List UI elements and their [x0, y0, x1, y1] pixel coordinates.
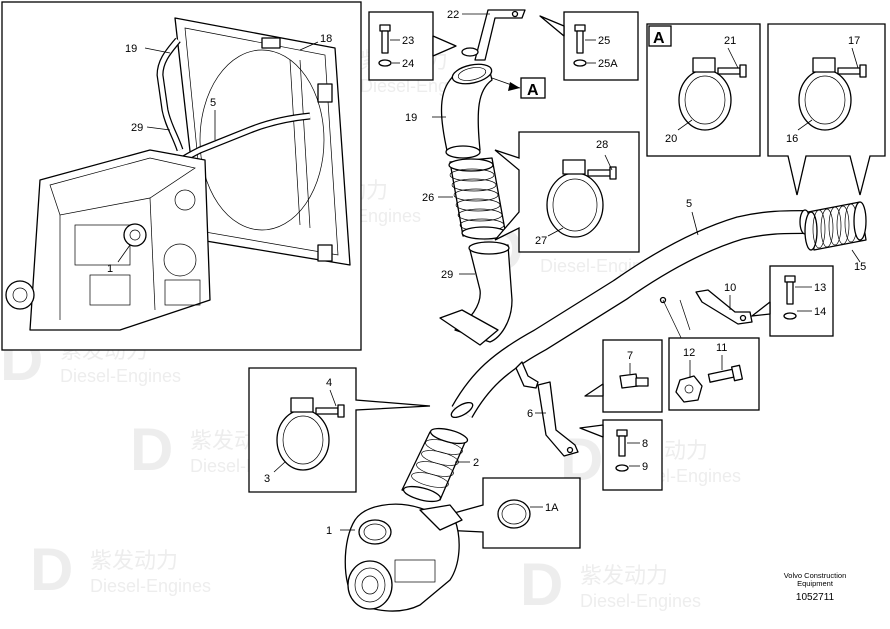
drawing-footer: Volvo Construction Equipment 1052711: [784, 571, 847, 603]
watermark-text-cn: 紫发动力: [90, 548, 178, 573]
overview-callout-29: 29: [131, 122, 143, 134]
watermark-logo: D 紫发动力 Diesel-Engines: [520, 551, 701, 618]
bolt-icon: [707, 364, 744, 383]
callout-8: 8: [642, 438, 648, 450]
callout-4: 4: [326, 377, 332, 389]
turbocharger-1: 1: [326, 503, 463, 612]
hose-clamp-icon: [546, 159, 617, 238]
callout-16: 16: [786, 133, 798, 145]
washer-icon: [675, 375, 703, 403]
footer-company: Volvo Construction: [784, 571, 847, 580]
callout-13: 13: [814, 282, 826, 294]
overview-callout-1: 1: [107, 263, 113, 275]
overview-callout-19: 19: [125, 43, 137, 55]
callout-5: 5: [686, 198, 692, 210]
overview-callout-18: 18: [320, 33, 332, 45]
bolt-icon: [573, 24, 587, 67]
charge-air-pipe-5: 5: [450, 198, 811, 419]
detail-box-gasket-1A: 1A: [399, 477, 581, 549]
svg-text:D: D: [520, 551, 563, 618]
bolt-icon: [619, 373, 649, 389]
callout-6: 6: [527, 408, 533, 420]
view-marker-a-frame: [520, 77, 546, 99]
svg-text:D: D: [30, 536, 73, 603]
callout-25A: 25A: [598, 58, 618, 70]
bracket-10: 10: [659, 282, 753, 347]
view-marker-a: A: [491, 77, 546, 99]
detail-box-bolt-13-14: 13 14: [751, 265, 834, 337]
callout-7: 7: [627, 350, 633, 362]
detail-box-clamp-3-4: 4 3: [248, 367, 431, 493]
hose-clamp-icon: [798, 57, 867, 131]
callout-3: 3: [264, 473, 270, 485]
elbow-hose-19: 19: [405, 63, 493, 159]
watermark-text-en: Diesel-Engines: [60, 366, 181, 386]
overview-engine: [5, 149, 211, 331]
overview-callouts: 19 18 5 29 1: [107, 33, 332, 275]
watermark-text-en: Diesel-Engines: [90, 576, 211, 596]
detail-box-clamp-27-28: 28 27: [494, 131, 640, 253]
callout-21: 21: [724, 35, 736, 47]
bolt-icon: [615, 429, 629, 472]
view-marker-a-box-label: A: [653, 30, 665, 47]
corrugated-hose-26: 26: [422, 157, 507, 240]
overview-inset: 19 18 5 29 1: [1, 1, 362, 351]
elbow-pipe-29: 29: [439, 241, 513, 346]
corrugated-hose-2: 2: [401, 427, 479, 503]
svg-text:D: D: [130, 416, 173, 483]
callout-28: 28: [596, 139, 608, 151]
detail-box-a-clamp-20-21: A 21 20: [646, 23, 761, 157]
callout-1A: 1A: [545, 502, 559, 514]
callout-23: 23: [402, 35, 414, 47]
callout-29: 29: [441, 269, 453, 281]
bolt-icon: [783, 275, 797, 320]
drawing-number: 1052711: [796, 592, 835, 603]
callout-27: 27: [535, 235, 547, 247]
callout-14: 14: [814, 306, 826, 318]
detail-box-bolt-25: 25 25A: [539, 11, 639, 81]
footer-division: Equipment: [797, 579, 834, 588]
callout-10: 10: [724, 282, 736, 294]
detail-box-clamp-16-17: 17 16: [767, 23, 886, 196]
detail-box-bolt-11-12: 12 11: [668, 337, 760, 411]
hose-clamp-icon: [678, 57, 747, 131]
detail-box-bolt-23-24: 23 24: [368, 11, 457, 81]
callout-22: 22: [447, 9, 459, 21]
overview-radiator: [174, 17, 351, 266]
watermark-text-en: Diesel-Engines: [580, 591, 701, 611]
corrugated-hose-15: 15: [804, 201, 867, 273]
callout-2: 2: [473, 457, 479, 469]
callout-15: 15: [854, 261, 866, 273]
callout-26: 26: [422, 192, 434, 204]
hose-clamp-icon: [276, 397, 345, 471]
detail-box-bolt-7: 7: [584, 339, 663, 413]
callout-9: 9: [642, 461, 648, 473]
gasket-ring-icon: [497, 499, 531, 529]
callout-25: 25: [598, 35, 610, 47]
view-marker-a-label: A: [527, 82, 539, 99]
bracket-22: 22: [447, 9, 526, 61]
callout-19: 19: [405, 112, 417, 124]
callout-17: 17: [848, 35, 860, 47]
callout-12: 12: [683, 347, 695, 359]
bracket-6: 6: [515, 361, 579, 457]
view-marker-a-box-frame: [648, 25, 672, 47]
overview-callout-5: 5: [210, 97, 216, 109]
watermark-logo: D 紫发动力 Diesel-Engines: [30, 536, 211, 603]
watermark-text-cn: 紫发动力: [580, 563, 668, 588]
callout-20: 20: [665, 133, 677, 145]
callout-11: 11: [716, 342, 727, 354]
detail-box-bolt-8-9: 8 9: [579, 419, 663, 491]
bolt-icon: [378, 24, 392, 67]
callout-24: 24: [402, 58, 414, 70]
callout-1: 1: [326, 525, 332, 537]
